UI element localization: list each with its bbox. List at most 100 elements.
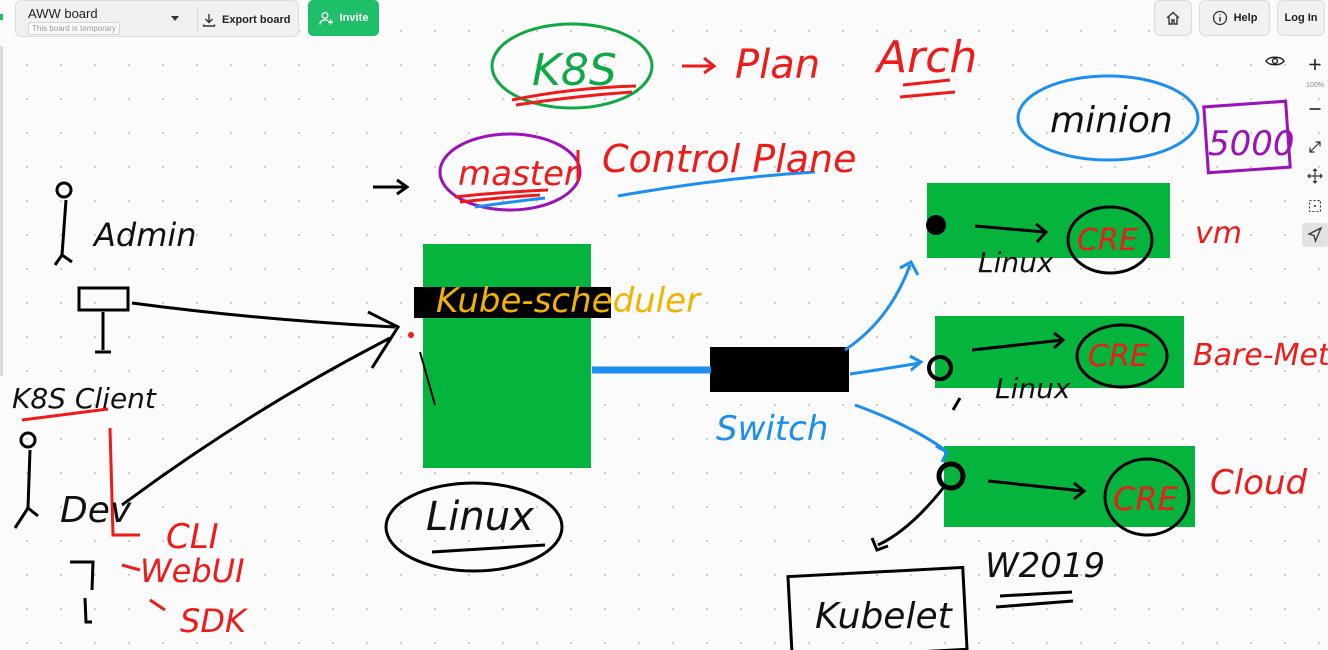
- admin-body: [53, 199, 73, 266]
- scheduler-label-bar: [414, 287, 611, 318]
- home-icon: [1166, 11, 1180, 25]
- chevron-down-icon: [171, 16, 179, 21]
- info-icon: [1212, 10, 1227, 26]
- k8s-underline: [511, 84, 637, 107]
- k8s-client-label: K8S Client: [12, 382, 157, 415]
- worker-arrow-3: [987, 479, 1087, 501]
- board-name-dropdown[interactable]: AWW board This board is temporary: [16, 1, 192, 38]
- pan-button[interactable]: [1302, 165, 1328, 187]
- export-board-label: Export board: [222, 13, 291, 26]
- kubelet-box: [786, 565, 969, 650]
- home-button[interactable]: [1154, 0, 1192, 36]
- menu-divider: [197, 7, 198, 31]
- pointer-button[interactable]: [1302, 223, 1328, 247]
- master-underline-blue: [474, 196, 546, 209]
- download-icon: [202, 13, 216, 27]
- minion-circle: [1016, 74, 1200, 162]
- zoom-toolbar: 100%: [1302, 50, 1328, 250]
- invite-label: Invite: [339, 12, 369, 24]
- linux-underline: [431, 543, 546, 554]
- admin-to-master-line: [131, 301, 401, 369]
- arch-label: Arch: [874, 32, 977, 83]
- admin-head: [55, 181, 73, 199]
- node-dot-1: [926, 215, 946, 235]
- stroke-mark: [419, 351, 436, 406]
- small-mark: [951, 397, 962, 411]
- pointer-icon: [1307, 226, 1323, 243]
- kubelet-link: [870, 486, 946, 552]
- control-plane-label: Control Plane: [602, 137, 857, 181]
- master-label: master: [458, 154, 580, 194]
- client-box: [77, 286, 130, 312]
- zoom-out-icon: [1309, 108, 1321, 110]
- linux-node1-label: Linux: [978, 246, 1054, 279]
- cre-circle-1: [1066, 205, 1154, 275]
- help-label: Help: [1233, 12, 1258, 24]
- cre-circle-3: [1103, 457, 1191, 537]
- dev-to-master-line: [121, 336, 391, 507]
- help-button[interactable]: Help: [1199, 0, 1270, 36]
- pan-icon: [1307, 168, 1323, 184]
- zoom-out-button[interactable]: [1302, 98, 1328, 120]
- dev-label: Dev: [60, 490, 132, 531]
- cli-label: CLI: [166, 517, 219, 557]
- switch-box: [710, 347, 849, 392]
- webui-label: WebUI: [140, 552, 245, 590]
- count-label: 5000: [1208, 124, 1295, 164]
- login-label: Log In: [1284, 12, 1318, 24]
- switch-to-node3-link: [854, 403, 949, 463]
- board-name: AWW board: [28, 6, 98, 21]
- k8s-circle: [490, 22, 654, 110]
- zoom-in-button[interactable]: [1302, 53, 1328, 75]
- left-panel-edge: [0, 46, 3, 376]
- linux-node2-label: Linux: [995, 372, 1071, 405]
- board-menu: AWW board This board is temporary Export…: [15, 0, 299, 37]
- eye-icon[interactable]: [1265, 54, 1285, 68]
- zoom-in-icon: [1309, 59, 1321, 70]
- sdk-label: SDK: [180, 602, 249, 640]
- cloud-label: Cloud: [1210, 463, 1308, 503]
- dev-head: [19, 431, 37, 449]
- kubelet-label: Kubelet: [815, 596, 954, 637]
- cre-node3-label: CRE: [1113, 480, 1179, 518]
- select-area-button[interactable]: [1302, 195, 1328, 217]
- master-circle: [438, 132, 582, 212]
- interface-tree: [108, 427, 166, 612]
- login-button[interactable]: Log In: [1277, 0, 1325, 36]
- export-board-button[interactable]: Export board: [202, 1, 290, 38]
- linux-circle: [384, 481, 564, 573]
- k8s-label: K8S: [532, 45, 617, 96]
- w2019-underline: [995, 590, 1074, 609]
- vm-label: vm: [1195, 216, 1242, 251]
- fit-screen-button[interactable]: [1302, 136, 1328, 158]
- temporary-board-badge: This board is temporary: [28, 22, 121, 35]
- w2019-label: W2019: [985, 546, 1105, 586]
- red-dot: [408, 332, 414, 338]
- dev-body: [13, 449, 39, 529]
- worker-arrow-2: [971, 331, 1066, 352]
- invite-button[interactable]: Invite: [308, 0, 379, 36]
- zoom-level: 100%: [1306, 82, 1324, 89]
- switch-label: Switch: [716, 409, 828, 449]
- minion-label: minion: [1050, 100, 1173, 141]
- plan-arrow: [373, 178, 410, 196]
- k8s-to-plan-arrow: [682, 56, 717, 75]
- bare-metal-label: Bare-Metal: [1193, 338, 1328, 373]
- k8s-client-underline: [21, 407, 109, 422]
- master-node-box: [423, 244, 591, 468]
- cre-node1-label: CRE: [1077, 223, 1138, 258]
- linux-master-label: Linux: [426, 494, 534, 540]
- switch-to-node1-link: [844, 259, 920, 352]
- plan-label: Plan: [735, 42, 820, 88]
- count-box: [1202, 99, 1292, 175]
- arch-underline: [899, 78, 956, 99]
- left-edge-marker: [0, 14, 3, 20]
- master-underline: [454, 188, 549, 204]
- kube-scheduler-label: Kube-scheduler: [436, 281, 702, 321]
- fit-screen-icon: [1309, 141, 1321, 153]
- client-connector: [95, 312, 111, 354]
- sdk-bracket: [70, 560, 95, 624]
- cre-circle-2: [1075, 323, 1169, 389]
- worker-arrow-1: [974, 222, 1049, 244]
